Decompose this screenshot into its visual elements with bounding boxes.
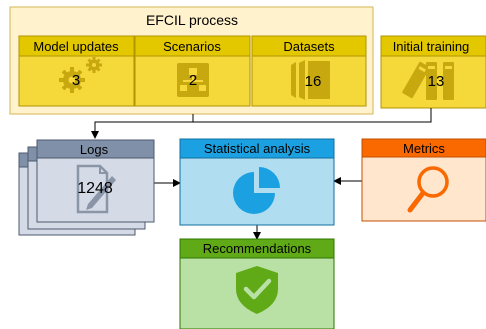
scenarios-card[interactable]: Scenarios 2 bbox=[134, 35, 251, 107]
initial-training-card[interactable]: Initial training 13 bbox=[380, 35, 486, 109]
scenarios-count: 2 bbox=[189, 72, 197, 89]
connector-training-to-logs bbox=[193, 108, 432, 123]
hierarchy-icon bbox=[177, 63, 209, 97]
statistical-analysis-title: Statistical analysis bbox=[204, 141, 311, 156]
logs-count: 1248 bbox=[77, 180, 113, 197]
connectors bbox=[91, 108, 432, 240]
pie-chart-icon bbox=[233, 167, 280, 214]
logs-card[interactable]: Logs 1248 bbox=[18, 139, 155, 236]
datasets-count: 16 bbox=[305, 73, 322, 90]
statistical-analysis-card[interactable]: Statistical analysis bbox=[179, 138, 335, 226]
stacked-pages-icon bbox=[291, 60, 330, 100]
initial-training-title: Initial training bbox=[393, 39, 470, 54]
model-updates-card[interactable]: Model updates 3 bbox=[18, 35, 135, 107]
logs-title: Logs bbox=[80, 142, 109, 157]
shield-check-icon bbox=[236, 266, 278, 314]
document-edit-icon bbox=[76, 164, 116, 214]
magnifier-icon bbox=[407, 166, 449, 213]
metrics-card[interactable]: Metrics bbox=[361, 138, 486, 222]
initial-training-count: 13 bbox=[428, 73, 445, 90]
binders-icon bbox=[402, 61, 454, 100]
datasets-title: Datasets bbox=[283, 39, 335, 54]
datasets-card[interactable]: Datasets 16 bbox=[251, 35, 367, 107]
recommendations-card[interactable]: Recommendations bbox=[179, 238, 335, 329]
recommendations-title: Recommendations bbox=[203, 241, 312, 256]
model-updates-title: Model updates bbox=[33, 39, 119, 54]
gears-icon bbox=[59, 57, 102, 93]
metrics-title: Metrics bbox=[403, 141, 445, 156]
efcil-process-title: EFCIL process bbox=[146, 12, 238, 28]
connector-efcil-to-logs bbox=[91, 114, 194, 139]
model-updates-count: 3 bbox=[72, 72, 80, 89]
scenarios-title: Scenarios bbox=[163, 39, 221, 54]
